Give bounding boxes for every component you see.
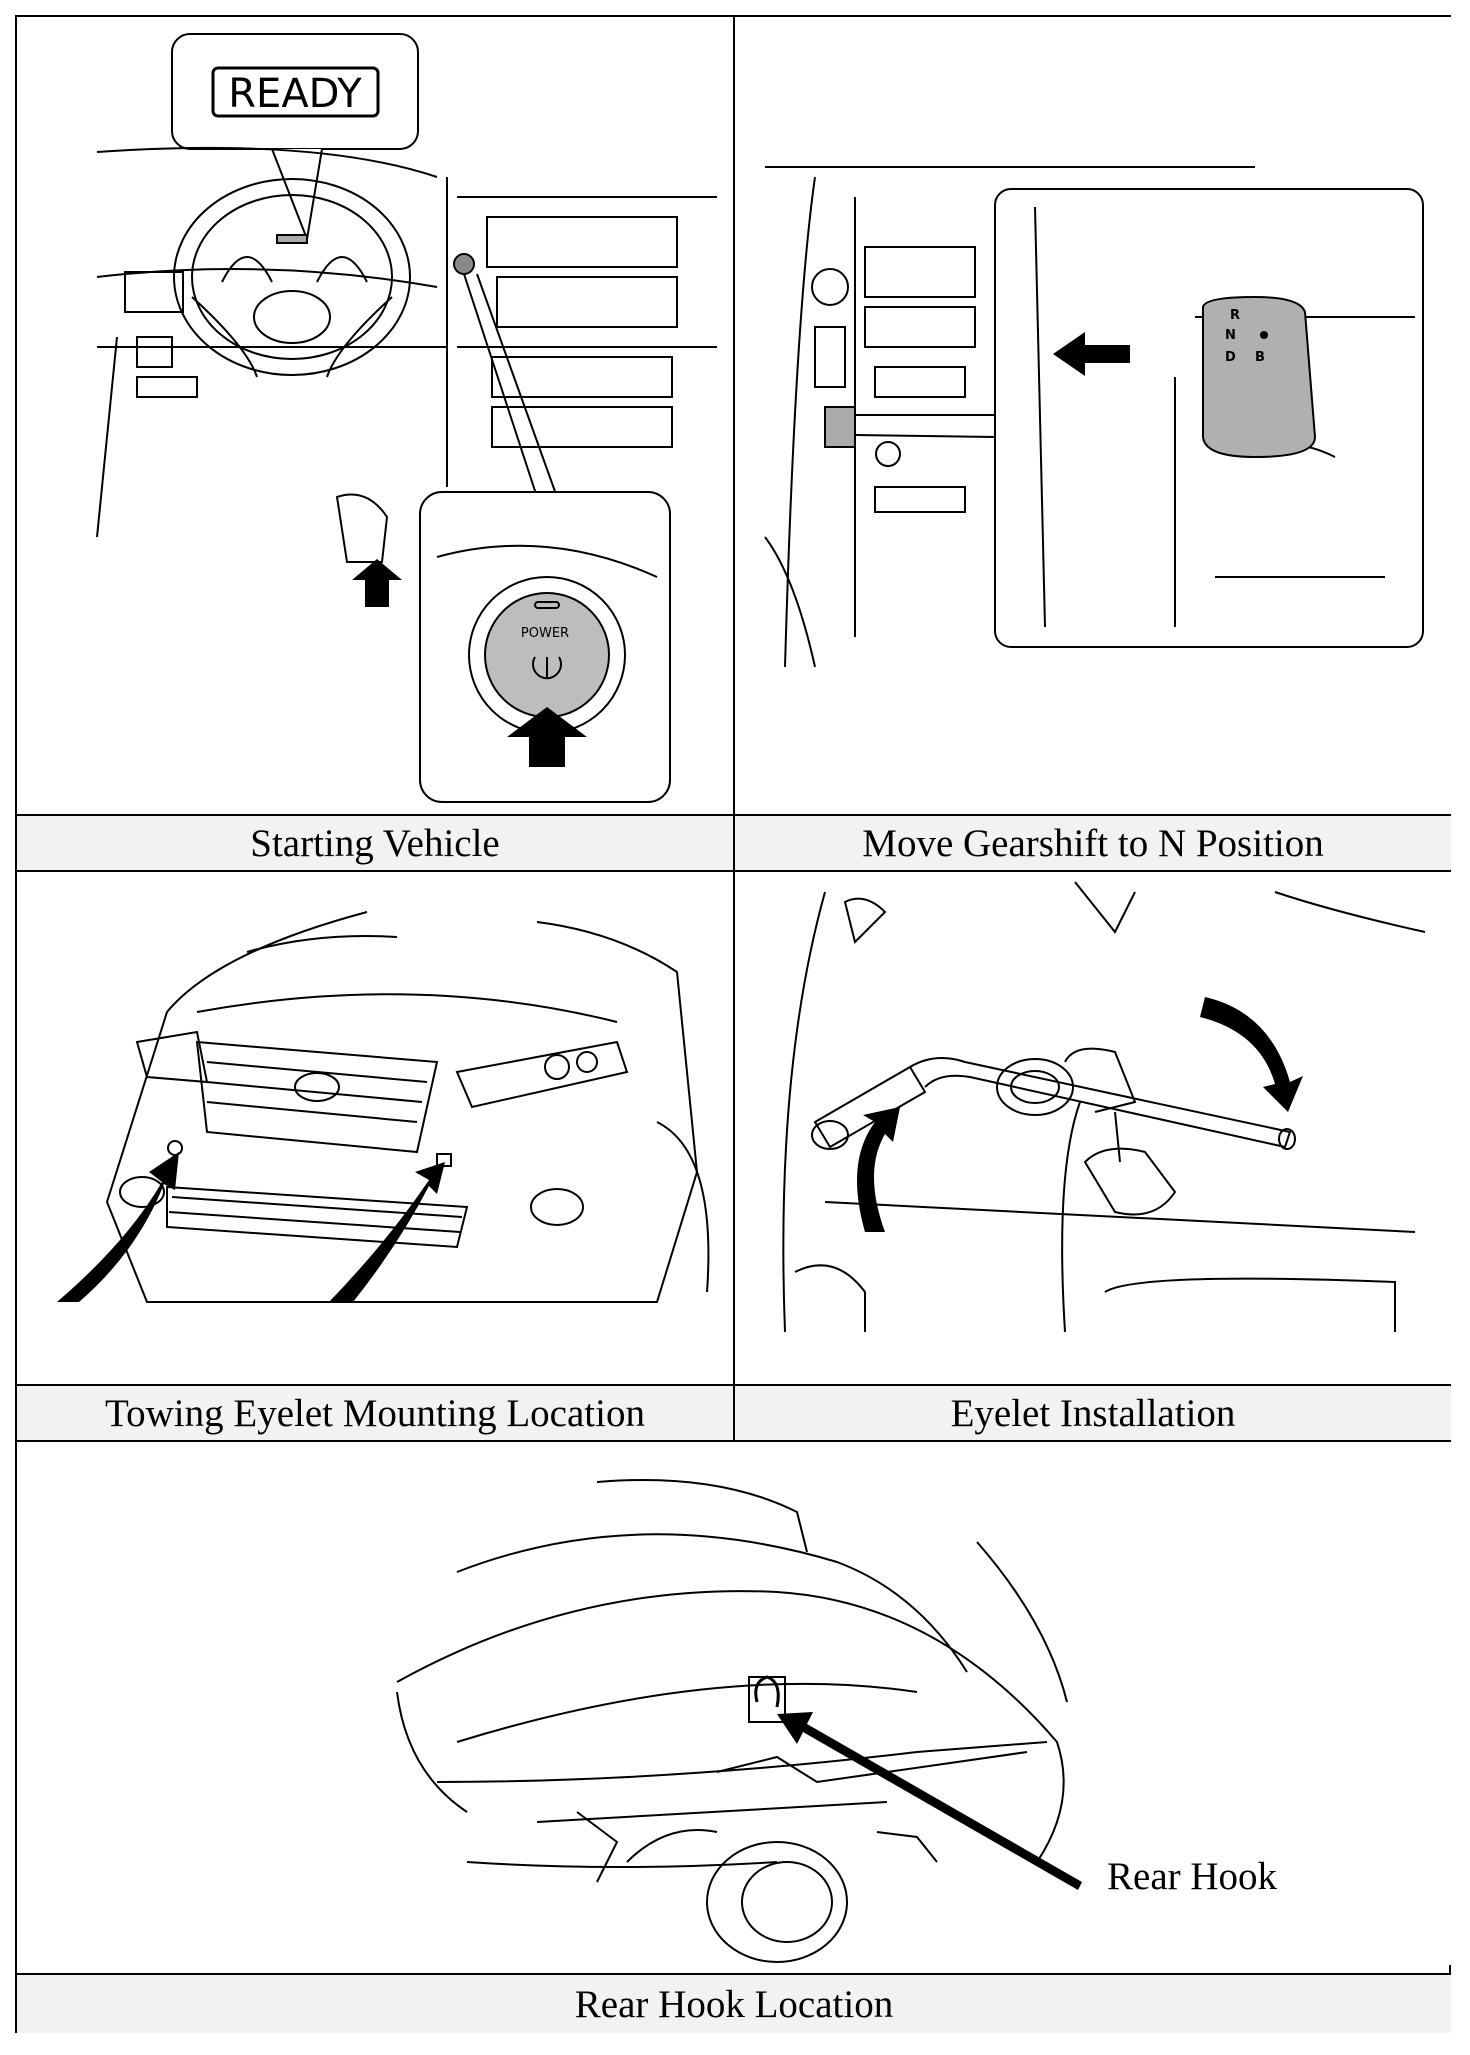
caption-text: Eyelet Installation xyxy=(950,1391,1236,1435)
rear-hook-callout-label: Rear Hook xyxy=(1107,1855,1278,1898)
gear-label-b: B xyxy=(1255,350,1265,365)
figure-sheet: READY POWER xyxy=(15,15,1451,2033)
eyelet-installation-illustration xyxy=(782,881,1426,1333)
caption-rear-hook-location: Rear Hook Location xyxy=(17,1973,1451,2033)
column-divider xyxy=(733,17,735,1442)
power-button-label: POWER xyxy=(521,626,569,641)
panel-rear-hook-location: Rear Hook xyxy=(17,1442,1451,1965)
caption-move-gearshift: Move Gearshift to N Position xyxy=(735,814,1451,872)
eyelet-location-illustration xyxy=(57,911,710,1303)
starting-vehicle-illustration: READY POWER xyxy=(96,33,717,803)
gear-label-d: D xyxy=(1225,350,1236,365)
caption-text: Move Gearshift to N Position xyxy=(862,821,1324,865)
caption-text: Towing Eyelet Mounting Location xyxy=(105,1391,645,1435)
caption-eyelet-installation: Eyelet Installation xyxy=(735,1384,1451,1442)
panel-eyelet-installation xyxy=(735,872,1451,1384)
panel-towing-eyelet-location xyxy=(17,872,733,1384)
caption-towing-eyelet-location: Towing Eyelet Mounting Location xyxy=(17,1384,733,1442)
ready-callout-label: READY xyxy=(228,71,362,117)
caption-starting-vehicle: Starting Vehicle xyxy=(17,814,733,872)
panel-move-gearshift: R N D B xyxy=(735,17,1451,814)
panel-starting-vehicle: READY POWER xyxy=(17,17,733,814)
gear-label-n: N xyxy=(1225,328,1236,343)
gear-label-r: R xyxy=(1230,308,1240,323)
caption-text: Rear Hook Location xyxy=(574,1982,894,2026)
gearshift-illustration: R N D B xyxy=(764,166,1424,668)
caption-text: Starting Vehicle xyxy=(250,821,500,865)
rear-hook-illustration: Rear Hook xyxy=(396,1479,1278,1963)
